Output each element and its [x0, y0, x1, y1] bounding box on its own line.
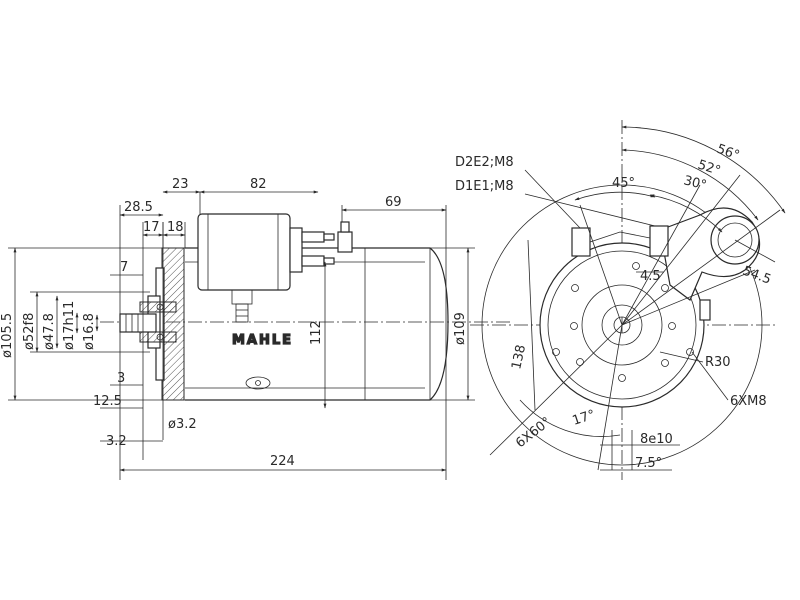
terminal-d2e2	[571, 227, 591, 257]
dim-3: 3	[117, 371, 125, 386]
angle-17: 17°	[571, 407, 598, 428]
motor-body	[185, 247, 449, 401]
side-view: 28.5 23 82 69 17 18 7 3 12.5 3.2 ø3.2 22…	[0, 177, 510, 480]
dim-82: 82	[250, 177, 267, 192]
dim-18: 18	[167, 220, 184, 235]
angle-30: 30°	[682, 173, 708, 193]
solenoid	[197, 213, 291, 291]
hub	[601, 304, 643, 346]
dim-12-5: 12.5	[93, 394, 122, 409]
front-view: 56° 52° 30° 45° D2E2;M8 D1E1;M8 54.5 4.5…	[455, 120, 786, 480]
label-d1e1: D1E1;M8	[455, 179, 514, 194]
dim-112: 112	[309, 320, 324, 345]
dim-8e10: 8e10	[640, 432, 673, 447]
nameplate	[245, 376, 271, 390]
dim-7: 7	[120, 260, 128, 275]
solenoid-bolt	[235, 303, 249, 323]
dim-69: 69	[385, 195, 402, 210]
dia-105-5: ø105.5	[0, 313, 15, 358]
dia-17h11: ø17h11	[62, 301, 77, 350]
angle-45: 45°	[612, 176, 635, 191]
dim-23: 23	[172, 177, 189, 192]
main-terminal	[337, 231, 353, 253]
drive-flange	[161, 247, 185, 401]
dia-47-8: ø47.8	[42, 313, 57, 350]
angle-56: 56°	[715, 142, 742, 164]
dim-224: 224	[270, 454, 295, 469]
dim-6xm8: 6XM8	[730, 394, 767, 409]
angle-52: 52°	[696, 158, 723, 179]
terminal-bottom	[301, 255, 325, 267]
dim-o3-2: ø3.2	[168, 417, 197, 432]
label-d2e2: D2E2;M8	[455, 155, 514, 170]
dia-109: ø109	[453, 312, 468, 345]
dim-17: 17	[143, 220, 160, 235]
dim-138: 138	[509, 343, 529, 370]
dim-54-5: 54.5	[741, 264, 773, 288]
dim-4-5: 4.5	[640, 269, 661, 284]
dim-3-2: 3.2	[106, 434, 127, 449]
dia-52f8: ø52f8	[22, 313, 37, 350]
angle-7-5: 7.5°	[635, 456, 662, 471]
terminal-d1e1	[649, 225, 669, 257]
dim-r30: R30	[705, 355, 731, 370]
mahle-watermark: MAHLE	[232, 333, 293, 348]
dim-28-5: 28.5	[124, 200, 153, 215]
dia-16-8: ø16.8	[82, 313, 97, 350]
terminal-top	[301, 231, 325, 243]
